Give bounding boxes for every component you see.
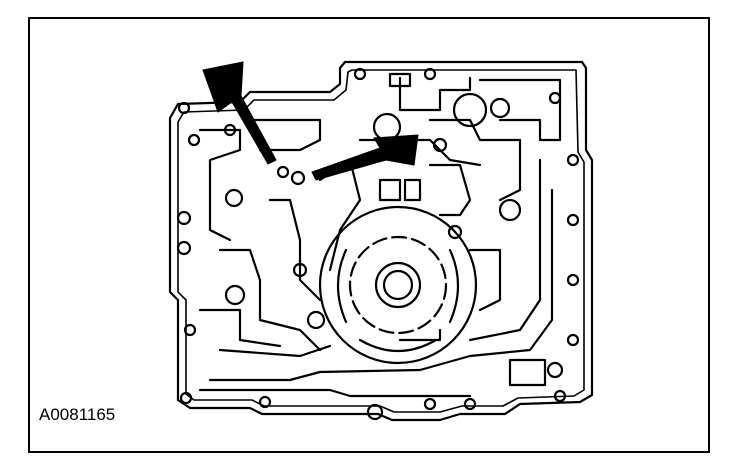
hub-arc-bottom [358, 338, 438, 353]
channel-right-slot [508, 358, 547, 387]
target-ring-2 [290, 170, 306, 186]
hole-upper-right-6 [353, 67, 367, 81]
hole-bottom-5 [463, 397, 477, 411]
hole-bottom-3 [366, 403, 384, 421]
hub-arc-left [336, 248, 348, 324]
hub-arc-right [448, 248, 460, 324]
channel-left-4 [268, 198, 322, 302]
plate-inner-outline [177, 69, 585, 413]
hole-left-7 [224, 284, 246, 306]
hole-bottom-4 [423, 397, 437, 411]
hole-left-8 [306, 310, 326, 330]
channel-upper-right-2 [478, 78, 562, 142]
hole-right-6 [546, 361, 564, 379]
hole-bottom-6 [553, 389, 567, 403]
channel-upper-right-1 [398, 76, 472, 112]
hole-left-2 [187, 133, 201, 147]
channel-left-2 [248, 118, 322, 152]
channel-right-long [468, 158, 542, 342]
hole-right-3 [566, 213, 580, 227]
channel-left-1 [198, 128, 242, 242]
target-ring-1 [276, 165, 290, 179]
hole-right-1 [498, 198, 522, 222]
center-block-2 [403, 178, 422, 202]
channel-upper-right-3 [428, 118, 522, 202]
hub-outer-ring [318, 205, 478, 365]
hole-left-1 [177, 101, 191, 115]
hole-left-3 [176, 210, 192, 226]
figure-id-label: A0081165 [39, 405, 116, 424]
center-block [378, 178, 402, 202]
hole-upper-right-5 [423, 67, 437, 81]
hole-center-1 [447, 224, 463, 240]
hole-bottom-1 [179, 391, 193, 405]
hub-core-ring [382, 269, 414, 301]
plate-outline [168, 60, 594, 422]
hole-upper-right-4 [548, 91, 562, 105]
channel-left-7 [218, 344, 332, 358]
channel-left-3 [218, 248, 322, 352]
channel-bottom-1 [198, 388, 472, 398]
channel-top-stub [388, 72, 412, 88]
hole-upper-right-2 [489, 97, 511, 119]
hole-left-4 [176, 240, 192, 256]
hub-inner-ring [374, 261, 422, 309]
hole-left-5 [224, 188, 244, 208]
hole-right-2 [566, 153, 580, 167]
center-block-3 [428, 163, 472, 217]
hole-left-10 [223, 123, 237, 137]
hub-middle-ring [348, 235, 448, 335]
hole-bottom-2 [258, 395, 272, 409]
channel-right-box [468, 248, 502, 312]
channel-left-6 [198, 308, 282, 348]
arrow-upper-left [202, 61, 277, 165]
hole-right-5 [566, 333, 580, 347]
hole-right-4 [566, 273, 580, 287]
hole-left-6 [292, 262, 308, 278]
hole-upper-right-1 [452, 92, 488, 128]
channel-bottom-slot [398, 328, 442, 342]
arrow-right [311, 134, 419, 181]
channel-right-long-2 [208, 188, 554, 382]
figure-frame [28, 17, 710, 453]
hole-left-9 [183, 323, 197, 337]
